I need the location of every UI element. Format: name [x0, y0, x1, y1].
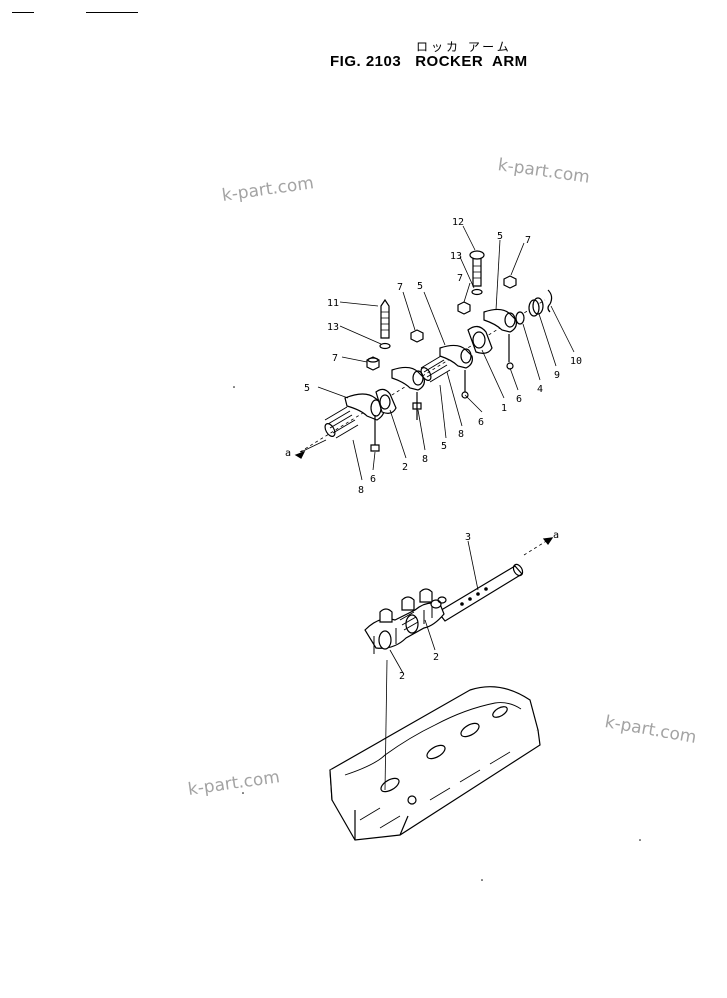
callout-1: 1: [501, 403, 507, 414]
figure-name: ROCKER ARM: [415, 53, 528, 70]
callout-6-mid: 6: [478, 417, 484, 428]
callout-9: 9: [554, 370, 560, 381]
callout-2-top: 2: [402, 462, 408, 473]
callout-7-center: 7: [457, 273, 463, 284]
assembled-view: [329, 537, 554, 841]
callout-11: 11: [327, 298, 339, 309]
bolt-eleven: [379, 298, 391, 350]
reference-a-right: a: [553, 530, 559, 541]
callout-10: 10: [570, 356, 582, 367]
callout-7-right: 7: [525, 235, 531, 246]
callout-6-left: 6: [370, 474, 376, 485]
scan-specks: [233, 386, 641, 881]
figure-number: FIG. 2103: [330, 53, 402, 70]
header-rule-left: [12, 12, 34, 13]
nut-left: [366, 356, 380, 371]
callout-labels: 11 13 7 5 a 8 6 2 7 8 5 5 8 6 7 12 13 5 …: [285, 217, 582, 682]
callout-2-mid: 2: [433, 652, 439, 663]
rocker-shaft: [437, 563, 524, 622]
callout-5-mid: 5: [417, 281, 423, 292]
rocker-arm-left: [344, 393, 385, 452]
reference-a-left: a: [285, 448, 291, 459]
callout-5-left: 5: [304, 383, 310, 394]
callout-3: 3: [465, 532, 471, 543]
callout-6-right: 6: [516, 394, 522, 405]
callout-8-left: 8: [358, 485, 364, 496]
end-parts: [515, 289, 553, 325]
exploded-assembly: [294, 225, 575, 481]
callout-12: 12: [452, 217, 464, 228]
callout-5-lower: 5: [441, 441, 447, 452]
rocker-arm-right: [483, 308, 517, 370]
title-japanese: ロッカ アーム: [416, 40, 512, 54]
nut-right: [503, 275, 517, 289]
callout-7-mid: 7: [397, 282, 403, 293]
header-rule-right: [86, 12, 138, 13]
callout-8-mid: 8: [422, 454, 428, 465]
callout-13-left: 13: [327, 322, 339, 333]
bolt-twelve: [469, 250, 485, 296]
nut-middle: [410, 329, 424, 343]
callout-5-right: 5: [497, 231, 503, 242]
callout-7-left: 7: [332, 353, 338, 364]
nut-center: [457, 301, 471, 315]
rocker-support-right: [467, 325, 493, 354]
rocker-cluster: [364, 588, 447, 654]
cylinder-head: [329, 686, 541, 841]
leader-lines: [300, 225, 575, 481]
reference-arrow-left: [294, 450, 306, 459]
spring-middle: [420, 355, 451, 383]
figure-title: FIG. 2103 ROCKER ARM: [330, 53, 542, 70]
callout-13-right: 13: [450, 251, 462, 262]
assembled-leaders: [384, 540, 479, 791]
rocker-support-left: [375, 388, 397, 414]
rocker-arm-center: [439, 344, 473, 399]
callout-2-low: 2: [399, 671, 405, 682]
callout-4: 4: [537, 384, 543, 395]
spring-left: [324, 406, 359, 439]
reference-arrow-right: [542, 537, 554, 546]
callout-8-right: 8: [458, 429, 464, 440]
rocker-arm-middle: [391, 366, 425, 420]
